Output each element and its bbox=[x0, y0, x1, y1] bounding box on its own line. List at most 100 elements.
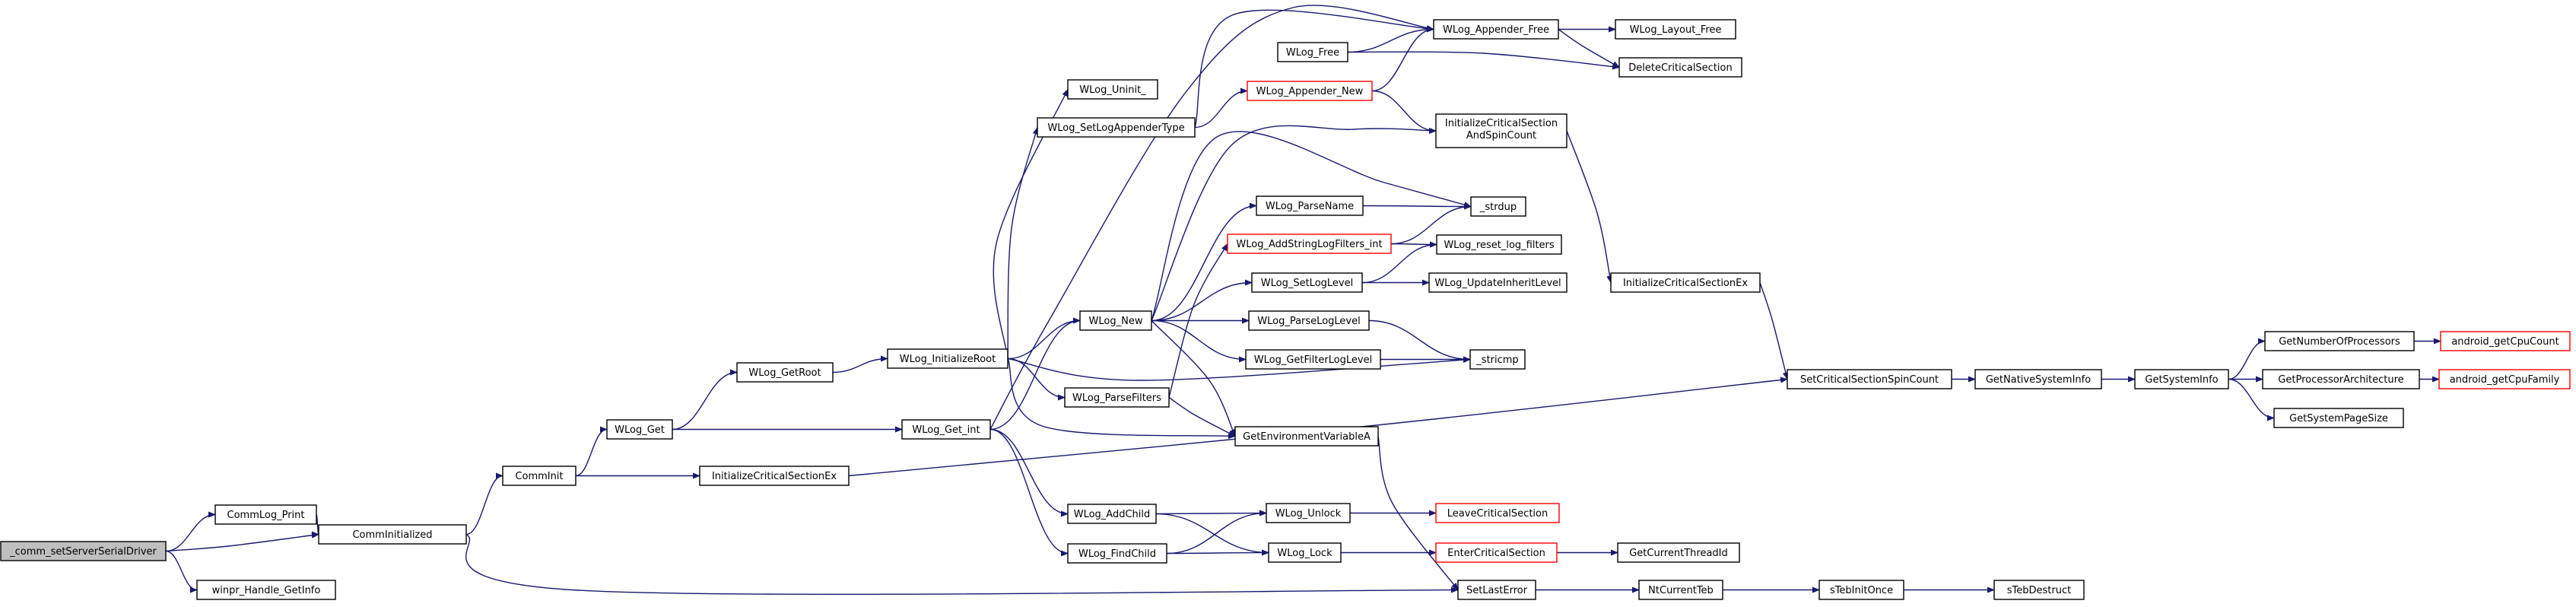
node-wlog-parseloglevel[interactable]: WLog_ParseLogLevel bbox=[1248, 310, 1370, 331]
node-box[interactable] bbox=[214, 504, 317, 525]
node-winpr-handle-getinfo[interactable]: winpr_Handle_GetInfo bbox=[196, 580, 336, 600]
node-getsysteminfo[interactable]: GetSystemInfo bbox=[2134, 369, 2229, 389]
node-box[interactable] bbox=[1067, 79, 1158, 100]
node-wlog-addstringlogfilters-int[interactable]: WLog_AddStringLogFilters_int bbox=[1227, 234, 1392, 254]
node-box[interactable] bbox=[2134, 369, 2229, 389]
node-box[interactable] bbox=[1256, 195, 1364, 216]
node-box[interactable] bbox=[1435, 542, 1558, 563]
node-box[interactable] bbox=[1251, 272, 1363, 293]
node-wlog-uninit-[interactable]: WLog_Uninit_ bbox=[1067, 79, 1158, 100]
node-box[interactable] bbox=[606, 419, 673, 440]
node-box[interactable] bbox=[1610, 272, 1761, 293]
node-box[interactable] bbox=[318, 524, 467, 545]
node-wlog-get[interactable]: WLog_Get bbox=[606, 419, 673, 440]
node-wlog-reset-log-filters[interactable]: WLog_reset_log_filters bbox=[1436, 234, 1562, 255]
node-box[interactable] bbox=[1067, 504, 1157, 524]
node-box[interactable] bbox=[1234, 426, 1379, 447]
node-getsystempagesize[interactable]: GetSystemPageSize bbox=[2273, 408, 2404, 428]
node-box[interactable] bbox=[736, 362, 834, 383]
node-android-getcpufamily[interactable]: android_getCpuFamily bbox=[2438, 369, 2571, 389]
node-box[interactable] bbox=[2440, 331, 2571, 351]
node-initializecriticalsectionex-a[interactable]: InitializeCriticalSectionEx bbox=[699, 466, 850, 486]
node-commlog-print[interactable]: CommLog_Print bbox=[214, 504, 317, 525]
node-wlog-get-int[interactable]: WLog_Get_int bbox=[901, 419, 991, 440]
node-box[interactable] bbox=[1079, 310, 1152, 331]
node-getnumberofprocessors[interactable]: GetNumberOfProcessors bbox=[2264, 331, 2415, 351]
node-box[interactable] bbox=[1638, 580, 1723, 600]
node-wlog-getroot[interactable]: WLog_GetRoot bbox=[736, 362, 834, 383]
node-wlog-addchild[interactable]: WLog_AddChild bbox=[1067, 504, 1157, 524]
node-box[interactable] bbox=[1615, 19, 1736, 40]
node-box[interactable] bbox=[1248, 310, 1370, 331]
node-box[interactable] bbox=[1277, 42, 1348, 62]
node-stricmp[interactable]: _stricmp bbox=[1469, 349, 1526, 370]
node-box[interactable] bbox=[1245, 349, 1381, 370]
node-comminitialized[interactable]: CommInitialized bbox=[318, 524, 467, 545]
node-setcriticalsectionspincount[interactable]: SetCriticalSectionSpinCount bbox=[1787, 369, 1952, 389]
node-box[interactable] bbox=[1268, 542, 1342, 563]
node-ntcurrentteb[interactable]: NtCurrentTeb bbox=[1638, 580, 1723, 600]
node-wlog-getfilterloglevel[interactable]: WLog_GetFilterLogLevel bbox=[1245, 349, 1381, 370]
node-box[interactable] bbox=[1037, 117, 1196, 138]
node-wlog-free[interactable]: WLog_Free bbox=[1277, 42, 1348, 62]
node-box[interactable] bbox=[1064, 387, 1170, 408]
node-box[interactable] bbox=[699, 466, 850, 486]
node-wlog-findchild[interactable]: WLog_FindChild bbox=[1067, 543, 1167, 564]
node-box[interactable] bbox=[1436, 234, 1562, 255]
node-entercriticalsection[interactable]: EnterCriticalSection bbox=[1435, 542, 1558, 563]
node-box[interactable] bbox=[1433, 19, 1559, 40]
node-wlog-parsename[interactable]: WLog_ParseName bbox=[1256, 195, 1364, 216]
node-box[interactable] bbox=[0, 541, 167, 561]
node-initializecriticalsectionex-b[interactable]: InitializeCriticalSectionEx bbox=[1610, 272, 1761, 293]
node-box[interactable] bbox=[1435, 113, 1568, 148]
node-wlog-appender-new[interactable]: WLog_Appender_New bbox=[1247, 81, 1373, 101]
node-deletecriticalsection[interactable]: DeleteCriticalSection bbox=[1618, 57, 1742, 78]
node-box[interactable] bbox=[1457, 580, 1536, 600]
node-wlog-appender-free[interactable]: WLog_Appender_Free bbox=[1433, 19, 1559, 40]
node-box[interactable] bbox=[1617, 542, 1740, 563]
node-box[interactable] bbox=[2264, 331, 2415, 351]
node-wlog-new[interactable]: WLog_New bbox=[1079, 310, 1152, 331]
node-box[interactable] bbox=[1818, 580, 1904, 600]
node-comm-setserverserialdriver[interactable]: _comm_setServerSerialDriver bbox=[0, 541, 167, 561]
node-wlog-setloglevel[interactable]: WLog_SetLogLevel bbox=[1251, 272, 1363, 293]
node-box[interactable] bbox=[2262, 369, 2420, 389]
node-box[interactable] bbox=[502, 466, 577, 486]
node-box[interactable] bbox=[1974, 369, 2102, 389]
node-box[interactable] bbox=[1247, 81, 1373, 101]
node-box[interactable] bbox=[1787, 369, 1952, 389]
node-box[interactable] bbox=[1993, 580, 2085, 600]
node-wlog-updateinheritlevel[interactable]: WLog_UpdateInheritLevel bbox=[1428, 272, 1568, 293]
node-getcurrentthreadid[interactable]: GetCurrentThreadId bbox=[1617, 542, 1740, 563]
node-stebinitonce[interactable]: sTebInitOnce bbox=[1818, 580, 1904, 600]
node-wlog-parsefilters[interactable]: WLog_ParseFilters bbox=[1064, 387, 1170, 408]
node-box[interactable] bbox=[1469, 349, 1526, 370]
node-box[interactable] bbox=[1428, 272, 1568, 293]
node-box[interactable] bbox=[2273, 408, 2404, 428]
node-setlasterror[interactable]: SetLastError bbox=[1457, 580, 1536, 600]
node-wlog-setlogappendertype[interactable]: WLog_SetLogAppenderType bbox=[1037, 117, 1196, 138]
node-box[interactable] bbox=[1435, 503, 1560, 523]
node-box[interactable] bbox=[1618, 57, 1742, 78]
node-wlog-initializeroot[interactable]: WLog_InitializeRoot bbox=[887, 348, 1008, 369]
node-box[interactable] bbox=[196, 580, 336, 600]
node-getnativesysteminfo[interactable]: GetNativeSystemInfo bbox=[1974, 369, 2102, 389]
node-strdup[interactable]: _strdup bbox=[1470, 196, 1526, 217]
node-box[interactable] bbox=[1470, 196, 1526, 217]
node-wlog-unlock[interactable]: WLog_Unlock bbox=[1266, 503, 1351, 523]
node-box[interactable] bbox=[2438, 369, 2571, 389]
node-box[interactable] bbox=[1227, 234, 1392, 254]
node-stebdestruct[interactable]: sTebDestruct bbox=[1993, 580, 2085, 600]
node-wlog-layout-free[interactable]: WLog_Layout_Free bbox=[1615, 19, 1736, 40]
node-leavecriticalsection[interactable]: LeaveCriticalSection bbox=[1435, 503, 1560, 523]
node-android-getcpucount[interactable]: android_getCpuCount bbox=[2440, 331, 2571, 351]
node-getprocessorarchitecture[interactable]: GetProcessorArchitecture bbox=[2262, 369, 2420, 389]
node-wlog-lock[interactable]: WLog_Lock bbox=[1268, 542, 1342, 563]
node-comminit[interactable]: CommInit bbox=[502, 466, 577, 486]
node-box[interactable] bbox=[1067, 543, 1167, 564]
node-box[interactable] bbox=[1266, 503, 1351, 523]
node-box[interactable] bbox=[901, 419, 991, 440]
node-getenvironmentvariablea[interactable]: GetEnvironmentVariableA bbox=[1234, 426, 1379, 447]
node-box[interactable] bbox=[887, 348, 1008, 369]
